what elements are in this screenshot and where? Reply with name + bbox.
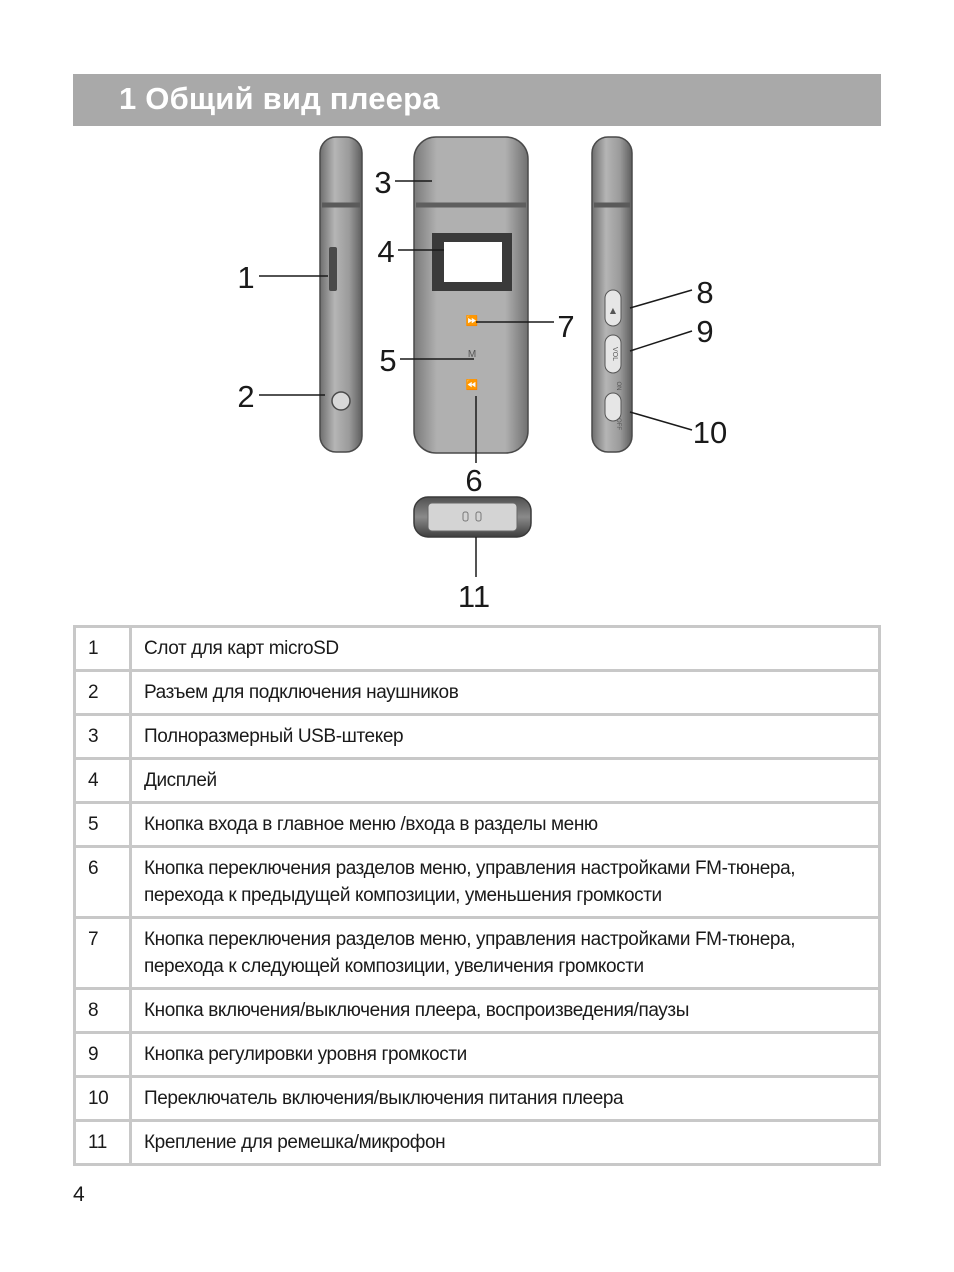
volume-button (604, 334, 622, 374)
table-row: 7 Кнопка переключения разделов меню, упр… (73, 916, 881, 990)
part-description: Разъем для подключения наушников (129, 669, 881, 716)
front-view: ⏩ M ⏪ (413, 136, 529, 454)
part-description: Слот для карт microSD (129, 625, 881, 672)
on-label: ON (615, 382, 621, 391)
callout-1: 1 (237, 260, 254, 295)
play-icon: ▲ (610, 306, 617, 315)
callout-7: 7 (557, 309, 574, 344)
right-side-view: ▲ VOL ON OFF (591, 136, 633, 453)
page-number: 4 (73, 1183, 85, 1206)
table-row: 1 Слот для карт microSD (73, 625, 881, 672)
menu-button-label: M (468, 349, 476, 360)
callout-3: 3 (374, 165, 391, 200)
section-title: 1 Общий вид плеера (119, 81, 440, 116)
bottom-view (413, 496, 532, 538)
part-description: Полноразмерный USB-штекер (129, 713, 881, 760)
strap-hole-icon (462, 511, 469, 522)
part-number: 3 (73, 713, 132, 760)
table-row: 10 Переключатель включения/выключения пи… (73, 1075, 881, 1122)
part-description: Переключатель включения/выключения питан… (129, 1075, 881, 1122)
table-row: 8 Кнопка включения/выключения плеера, во… (73, 987, 881, 1034)
prev-track-icon: ⏪ (466, 378, 478, 391)
vol-label: VOL (611, 347, 618, 361)
callout-5: 5 (379, 343, 396, 378)
off-label: OFF (615, 418, 621, 430)
mic-hole-icon (475, 511, 482, 522)
table-row: 3 Полноразмерный USB-штекер (73, 713, 881, 760)
part-description: Кнопка регулировки уровня громкости (129, 1031, 881, 1078)
microsd-slot (329, 247, 337, 291)
callout-6: 6 (465, 463, 482, 498)
part-number: 10 (73, 1075, 132, 1122)
part-number: 2 (73, 669, 132, 716)
part-number: 9 (73, 1031, 132, 1078)
part-description: Дисплей (129, 757, 881, 804)
left-side-view (319, 136, 363, 453)
power-switch (604, 392, 622, 422)
callout-2: 2 (237, 379, 254, 414)
part-number: 5 (73, 801, 132, 848)
part-description: Крепление для ремешка/микрофон (129, 1119, 881, 1166)
callout-10: 10 (693, 415, 727, 450)
part-description: Кнопка переключения разделов меню, управ… (129, 916, 881, 990)
part-number: 4 (73, 757, 132, 804)
player-diagram: ⏩ M ⏪ ▲ VOL ON OFF 1 2 3 4 5 (237, 136, 727, 614)
leader-lines (259, 180, 693, 577)
part-description: Кнопка входа в главное меню /входа в раз… (129, 801, 881, 848)
part-number: 7 (73, 916, 132, 990)
table-row: 5 Кнопка входа в главное меню /входа в р… (73, 801, 881, 848)
table-row: 6 Кнопка переключения разделов меню, упр… (73, 845, 881, 919)
display-screen (444, 242, 502, 282)
callout-11: 11 (458, 579, 490, 614)
section-title-bar: 1 Общий вид плеера (73, 74, 881, 126)
table-row: 11 Крепление для ремешка/микрофон (73, 1119, 881, 1166)
play-pause-button (604, 289, 622, 327)
table-row: 4 Дисплей (73, 757, 881, 804)
table-row: 9 Кнопка регулировки уровня громкости (73, 1031, 881, 1078)
parts-legend-table: 1 Слот для карт microSD 2 Разъем для под… (73, 625, 881, 1166)
part-number: 1 (73, 625, 132, 672)
part-number: 11 (73, 1119, 132, 1166)
headphone-jack (331, 391, 351, 411)
part-description: Кнопка переключения разделов меню, управ… (129, 845, 881, 919)
callout-8: 8 (696, 275, 713, 310)
part-description: Кнопка включения/выключения плеера, восп… (129, 987, 881, 1034)
part-number: 6 (73, 845, 132, 919)
part-number: 8 (73, 987, 132, 1034)
callout-9: 9 (696, 314, 713, 349)
next-track-icon: ⏩ (466, 314, 478, 327)
table-row: 2 Разъем для подключения наушников (73, 669, 881, 716)
callout-4: 4 (377, 234, 394, 269)
